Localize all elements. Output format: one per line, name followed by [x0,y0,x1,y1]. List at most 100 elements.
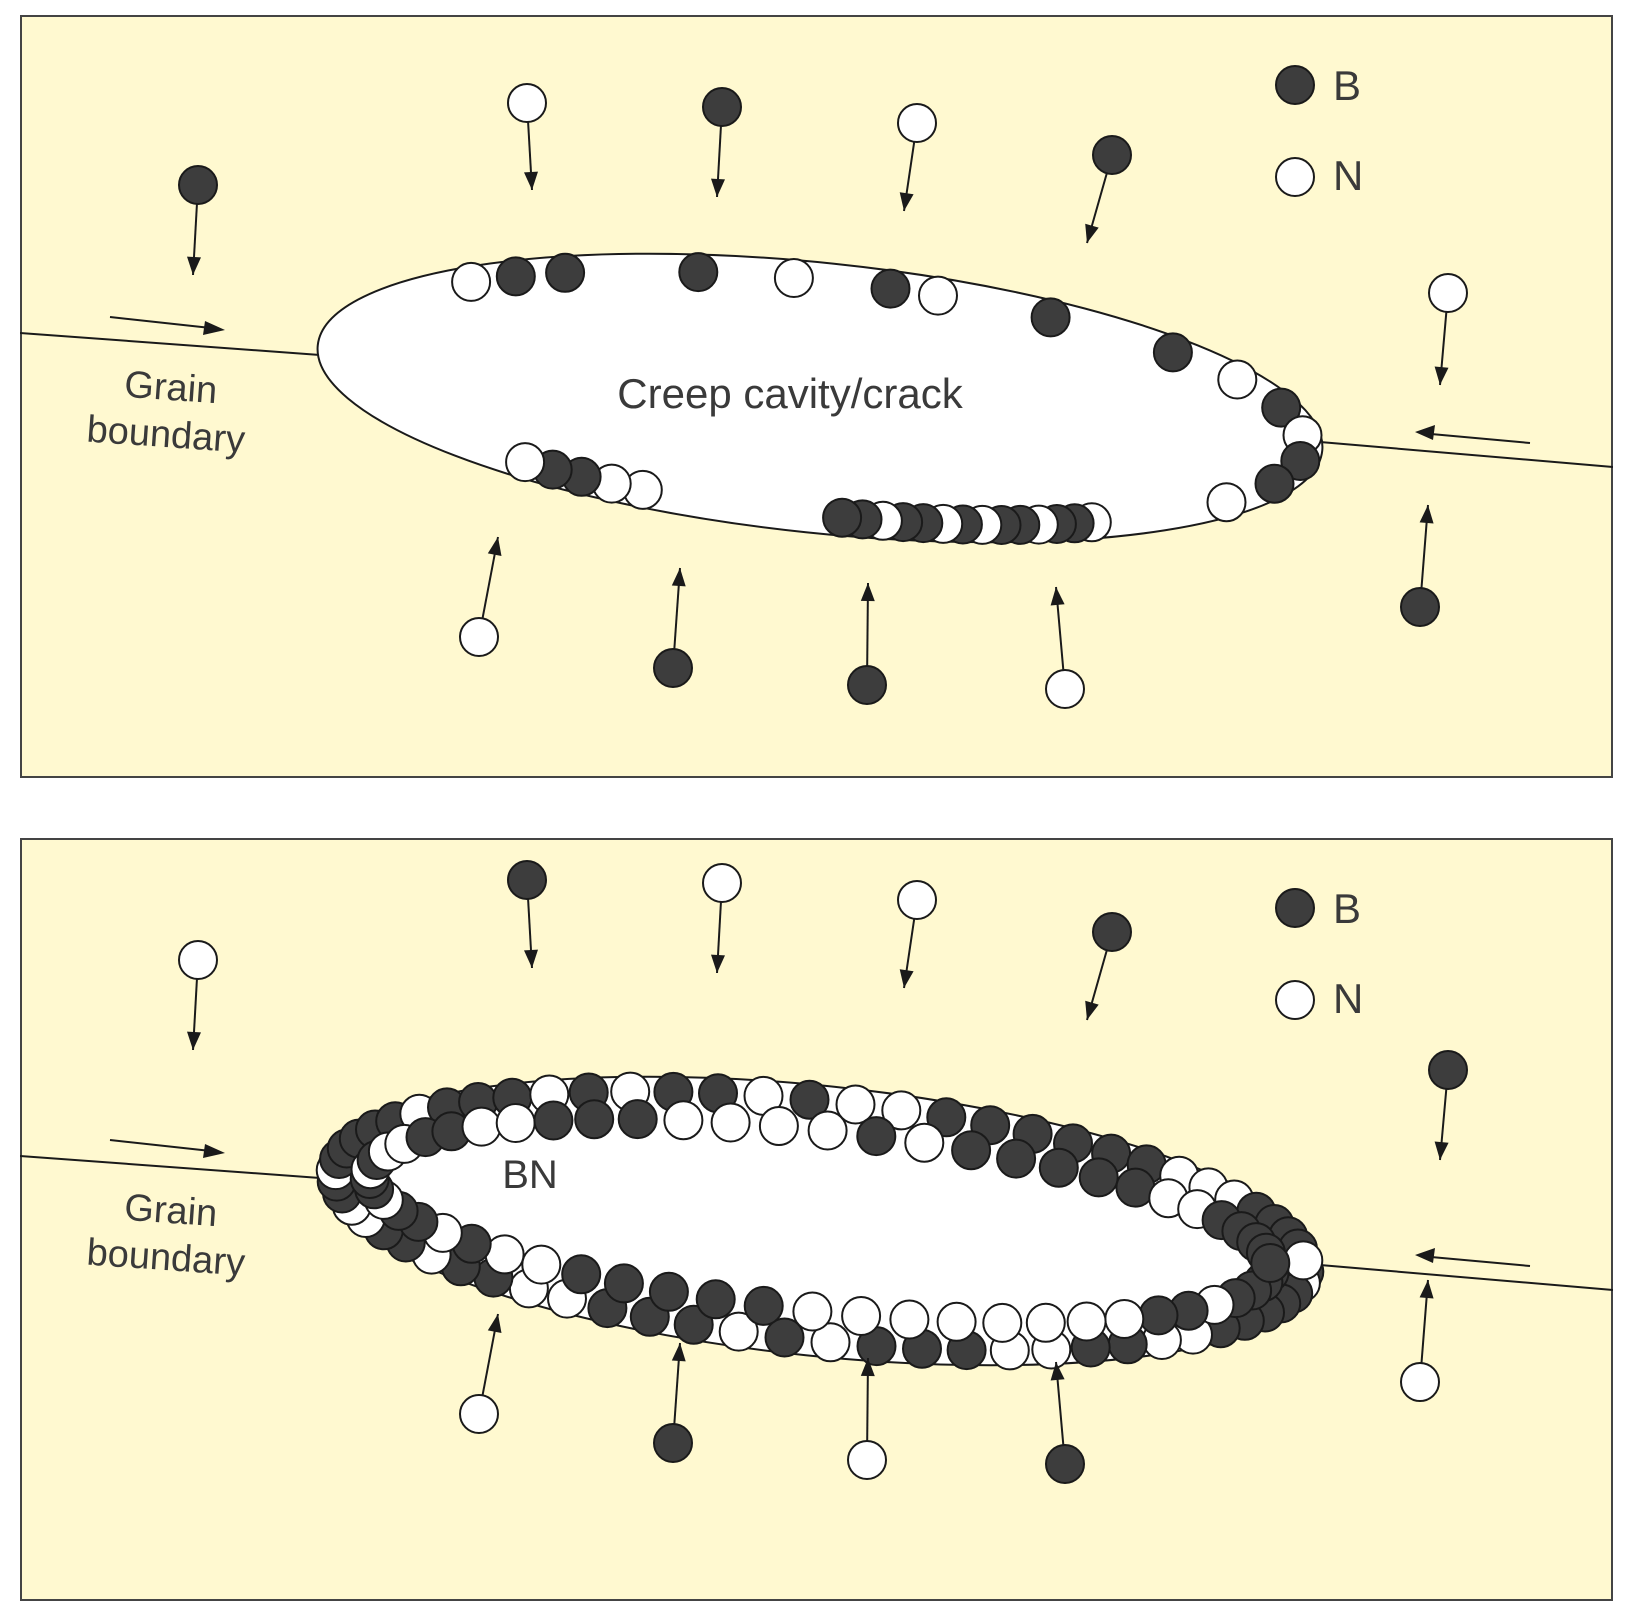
grain-boundary-label-line1: Grain [123,1187,219,1235]
bn-atom [1066,1301,1107,1342]
boron-atom [1030,297,1071,338]
bn-atom [835,1084,876,1125]
legend-n-symbol [1275,980,1315,1020]
bn-atom [789,1079,830,1120]
boron-atom [678,252,719,293]
legend-n-symbol [1275,157,1315,197]
grain-boundary-left [20,332,321,356]
boron-atom [178,165,218,205]
bn-atom [951,1130,992,1171]
bn-atom [1038,1147,1079,1188]
bn-precipitate-layer [315,1071,1325,1371]
diffusing-atoms [178,83,1468,709]
bn-atom [807,1110,848,1151]
nitrogen-atom [773,258,814,298]
boron-atom [1045,1444,1085,1484]
bn-atom [904,1122,945,1163]
segregated-atoms [451,252,1323,545]
nitrogen-atom [505,442,546,483]
bn-atom [1104,1299,1145,1339]
grain-boundary-right [1319,1264,1613,1291]
grain-boundary-right [1319,441,1613,468]
bn-atom [718,1311,759,1352]
cavity-diagram-top: Grain boundary Creep cavity/crack B N [20,15,1613,778]
bn-atom [663,1100,704,1141]
legend-b-symbol [1275,65,1315,105]
boron-atom [1092,135,1132,175]
nitrogen-atom [1428,273,1468,313]
bn-atom [810,1322,851,1363]
bn-atom [617,1099,658,1140]
shear-arrow-left [109,1139,225,1158]
boron-atom [1280,441,1321,481]
bn-atom [521,1244,562,1285]
nitrogen-atom [702,863,742,903]
boron-atom [702,87,742,127]
bn-atom [695,1279,736,1320]
bn-atom [1138,1295,1179,1336]
nitrogen-atom [1206,482,1247,523]
cavity-label: BN [502,1153,558,1197]
bn-atom [764,1317,805,1358]
boron-atom [1092,912,1132,952]
nitrogen-atom [459,617,499,657]
nitrogen-atom [1045,669,1085,709]
boron-atom [1152,332,1193,373]
bn-atom [856,1116,897,1157]
legend-n-label: N [1333,152,1363,199]
shear-arrow-right [1415,1248,1531,1267]
bn-atom [1250,1243,1291,1283]
legend-n-label: N [1333,975,1363,1022]
bn-atom [710,1102,751,1143]
bn-atom [758,1106,799,1146]
bn-atom [603,1263,644,1304]
boron-atom [1261,387,1302,428]
nitrogen-atom [1400,1362,1440,1402]
boron-atom [507,860,547,900]
bn-atom [936,1301,977,1342]
boron-atom [653,648,693,688]
nitrogen-atom [897,103,937,143]
bn-atom [533,1100,574,1141]
diffusing-atoms [178,860,1468,1484]
legend-b-symbol [1275,888,1315,928]
bn-atom [561,1254,602,1295]
boron-atom [1254,463,1295,504]
bn-atom [1078,1157,1119,1198]
legend-b-label: B [1333,885,1361,932]
boron-atom [822,497,863,538]
panel-bottom-bn-formation: Grain boundary BN B N [20,838,1613,1601]
cavity-diagram-bottom: Grain boundary BN B N [20,838,1613,1601]
boron-atom [847,665,887,705]
bn-atom [926,1097,967,1138]
boron-atom [653,1423,693,1463]
bn-atom [461,1106,502,1147]
grain-boundary-label-line1: Grain [123,364,219,412]
bn-atom [743,1285,784,1326]
bn-atom [648,1271,689,1312]
bn-atom [495,1103,536,1143]
bn-atom [574,1099,615,1140]
cavity-label: Creep cavity/crack [617,370,963,417]
bn-atom [982,1302,1023,1343]
shear-arrow-left [109,316,225,335]
nitrogen-atom [507,83,547,123]
boron-atom [870,268,911,309]
boron-atom [1400,587,1440,627]
bn-atom [1025,1302,1066,1343]
bn-atom [889,1299,930,1340]
nitrogen-atom [897,880,937,920]
nitrogen-atom [459,1394,499,1434]
shear-arrow-right [1415,425,1531,444]
nitrogen-atom [918,275,958,316]
nitrogen-atom [847,1440,887,1480]
panel-top-segregation: Grain boundary Creep cavity/crack B N [20,15,1613,778]
boron-atom [545,252,586,293]
grain-boundary-left [20,1155,321,1179]
nitrogen-atom [451,261,492,302]
bn-atom [673,1304,714,1345]
bn-atom [792,1291,833,1332]
nitrogen-atom [178,940,218,980]
nitrogen-atom [1217,359,1258,400]
boron-atom [495,256,536,297]
